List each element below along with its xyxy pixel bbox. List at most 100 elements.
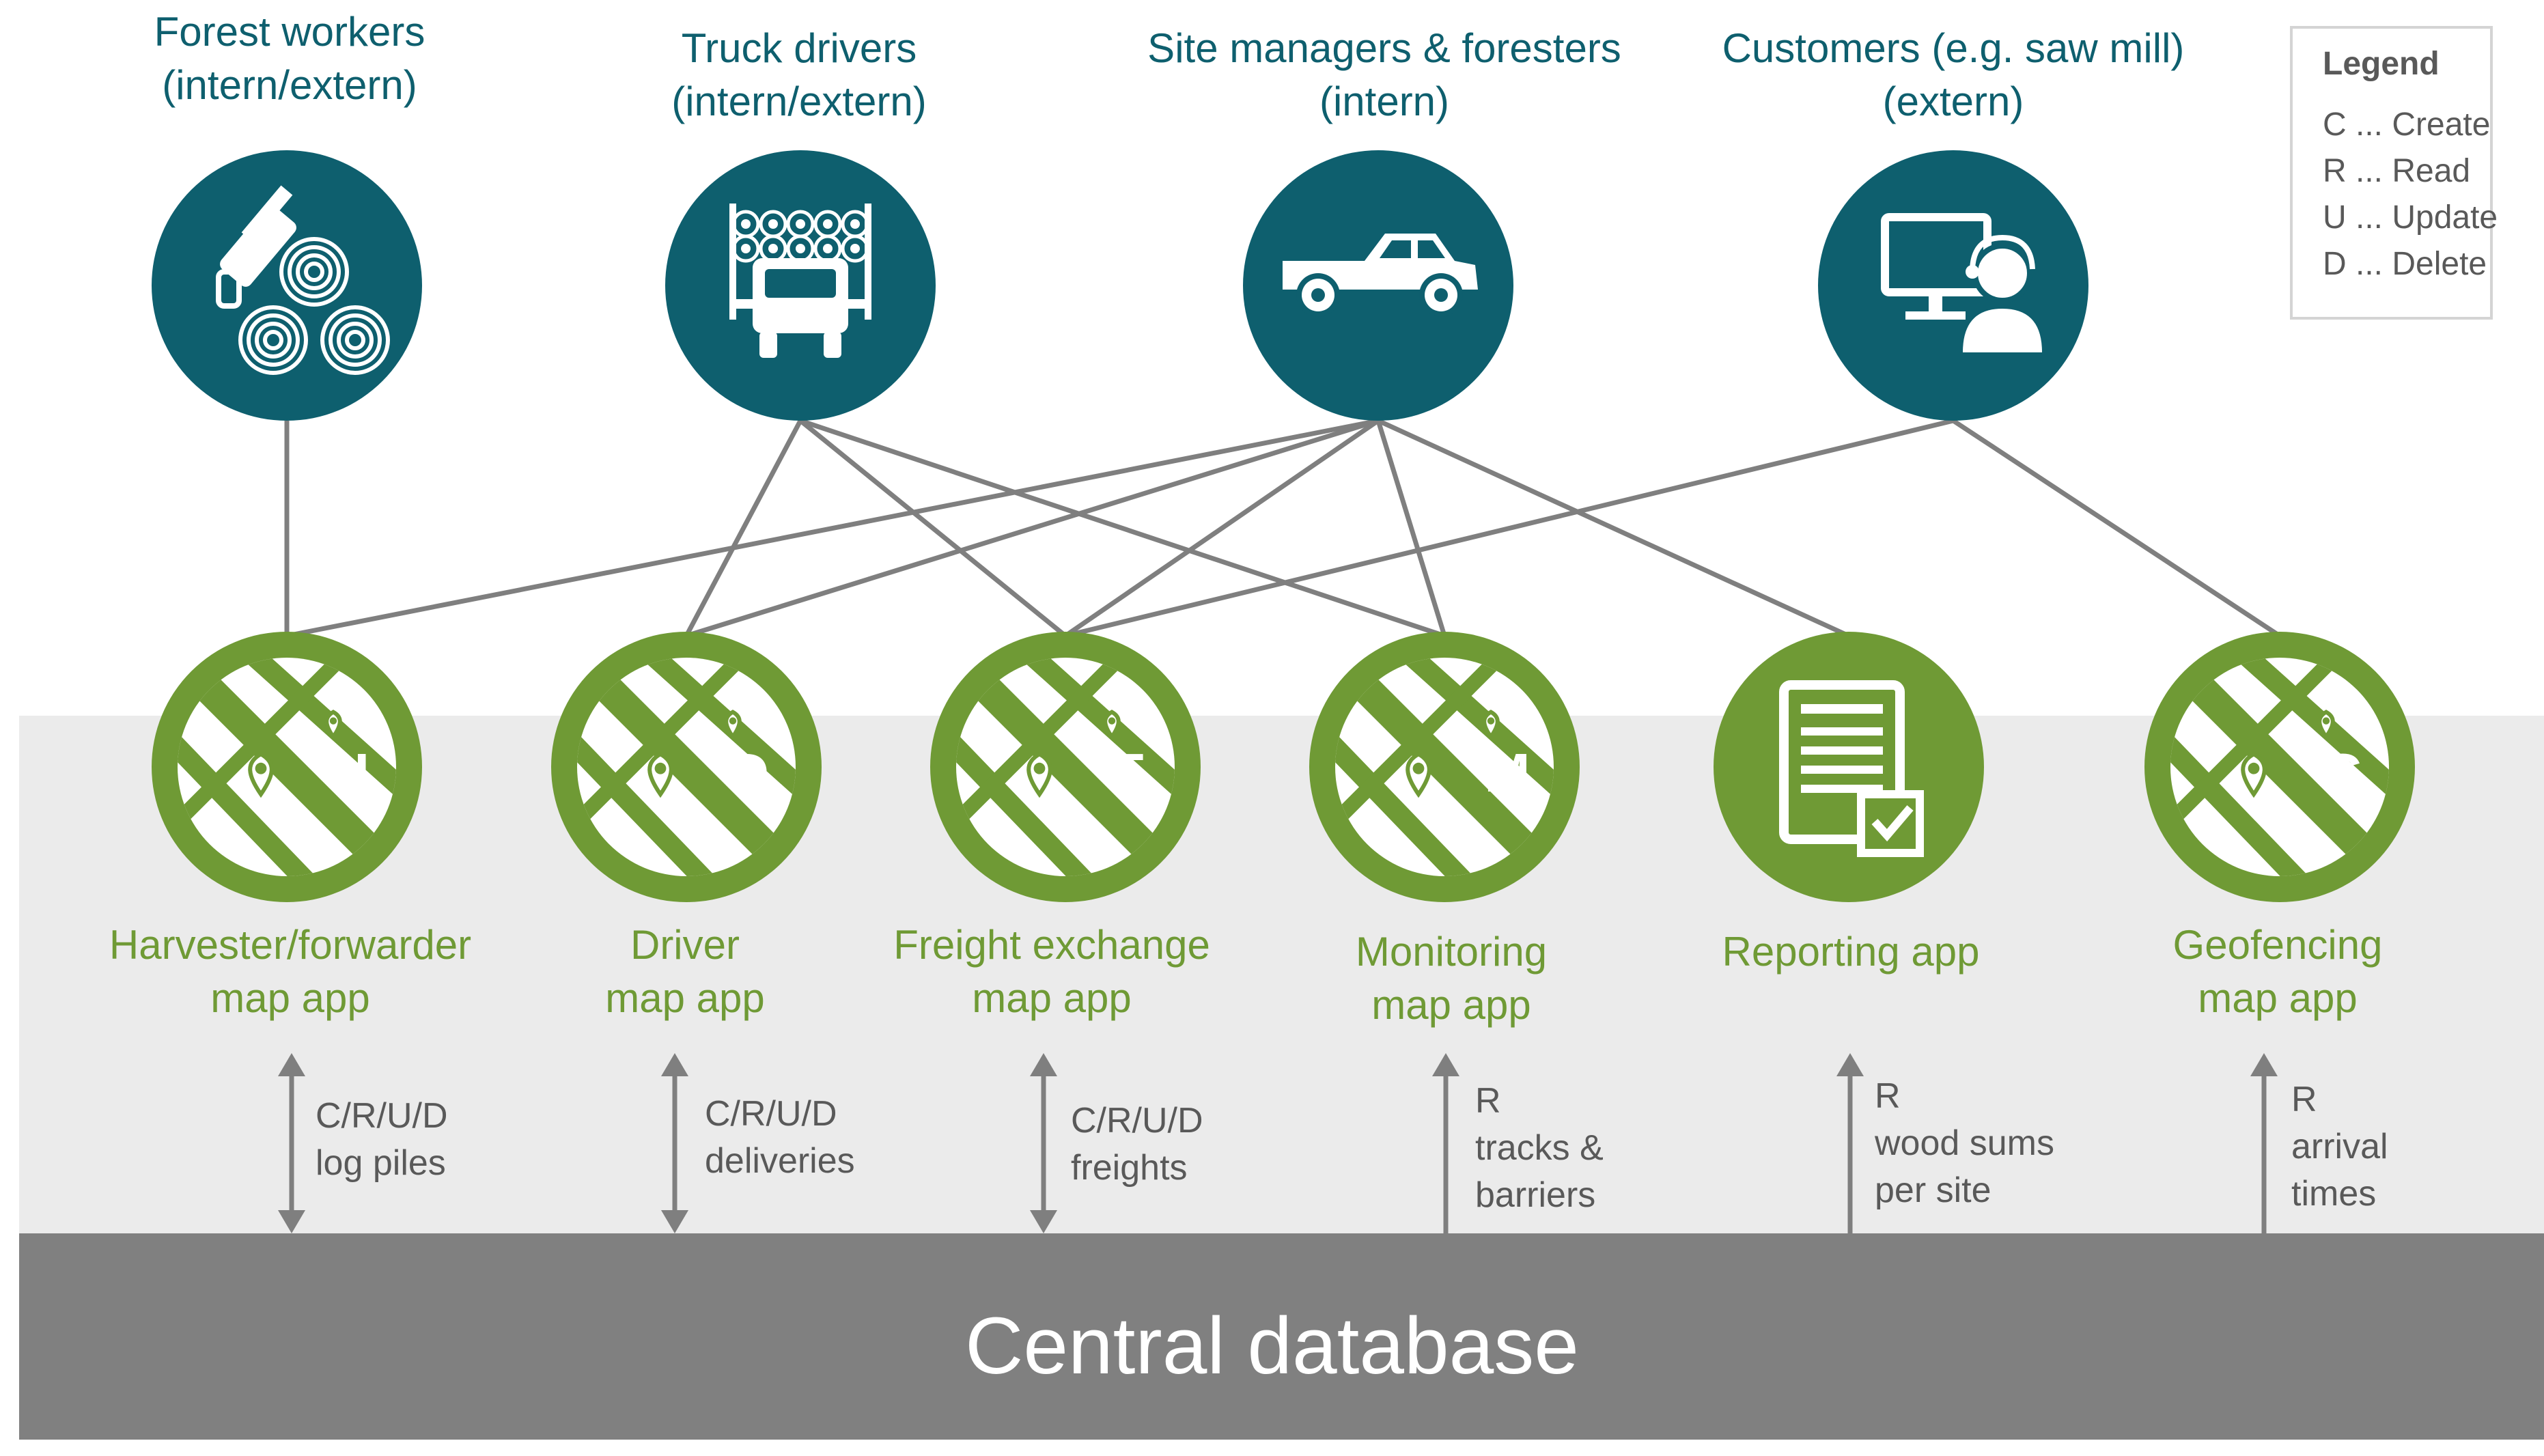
- app-letter: F: [1112, 742, 1145, 803]
- app-letter: G: [2321, 742, 2364, 803]
- arrow-head-up: [278, 1053, 305, 1076]
- connection-line: [799, 418, 1446, 639]
- access-line1: C/R/U/D: [316, 1096, 448, 1136]
- legend-item-read: R ... Read: [2323, 153, 2471, 189]
- arrow-head-down: [1030, 1210, 1057, 1233]
- connection-line: [685, 418, 1380, 639]
- arrow-head-up: [1030, 1053, 1057, 1076]
- connection-line: [1377, 418, 1850, 639]
- app-label-line2: map app: [605, 975, 765, 1021]
- access-line3: times: [2291, 1174, 2377, 1214]
- access-line2: wood sums: [1875, 1123, 2054, 1164]
- app-label-reporting: Reporting app: [1605, 925, 2097, 979]
- legend-title: Legend: [2323, 46, 2440, 82]
- connection-line: [798, 419, 1067, 638]
- connection-line: [684, 419, 803, 637]
- user-label-line2: (intern/extern): [162, 62, 417, 108]
- app-label-line2: map app: [210, 975, 370, 1021]
- pickup-truck-icon: [1283, 234, 1478, 317]
- user-label-line2: (intern/extern): [671, 79, 927, 124]
- app-label-harvester: Harvester/forwarder map app: [44, 919, 536, 1025]
- user-label-line1: Truck drivers: [681, 25, 917, 71]
- app-label-line1: Driver: [630, 922, 740, 968]
- app-label-line1: Freight exchange: [893, 922, 1210, 968]
- user-label-line1: Customers (e.g. saw mill): [1722, 25, 2185, 71]
- access-line2: tracks &: [1475, 1128, 1604, 1168]
- app-letter: H: [330, 742, 369, 803]
- legend-item-delete: D ... Delete: [2323, 246, 2487, 282]
- app-label-line1: Reporting app: [1722, 929, 1980, 975]
- legend-box: Legend C ... Create R ... Read U ... Upd…: [2290, 26, 2498, 320]
- access-line1: C/R/U/D: [705, 1094, 837, 1134]
- arrow-head-up: [1836, 1053, 1864, 1076]
- connection-lines: [284, 418, 2281, 639]
- app-label-line2: map app: [1371, 982, 1531, 1028]
- user-circle: [152, 150, 422, 421]
- report-document-icon: [1779, 680, 1924, 857]
- chainsaw-logs-icon: [216, 185, 390, 375]
- user-node-site-managers: [1243, 150, 1513, 421]
- access-line1: R: [1875, 1076, 1901, 1116]
- user-label-customers: Customers (e.g. saw mill) (extern): [1673, 22, 2233, 128]
- access-label-geofencing: R arrival times: [2291, 1076, 2388, 1218]
- app-node-harvester: H: [152, 632, 422, 902]
- app-letter: M: [1485, 742, 1530, 803]
- user-label-line2: (extern): [1882, 79, 2024, 124]
- app-label-geofencing: Geofencing map app: [2032, 919, 2524, 1025]
- connection-line: [1064, 419, 1380, 638]
- log-truck-icon: [729, 204, 871, 358]
- connection-line: [286, 418, 1379, 639]
- connection-line: [1375, 419, 1447, 637]
- access-label-freight: C/R/U/D freights: [1071, 1097, 1203, 1192]
- user-label-site-managers: Site managers & foresters (intern): [1104, 22, 1664, 128]
- legend-item-update: U ... Update: [2323, 199, 2498, 236]
- app-label-line1: Monitoring: [1355, 929, 1548, 975]
- user-label-line1: Site managers & foresters: [1147, 25, 1621, 71]
- access-line1: R: [2291, 1080, 2317, 1119]
- access-line3: per site: [1875, 1171, 1991, 1211]
- user-node-forest-workers: [152, 150, 422, 421]
- app-letter: D: [729, 742, 769, 803]
- connection-line: [1952, 419, 2281, 638]
- access-line1: R: [1475, 1081, 1501, 1121]
- app-label-monitoring: Monitoring map app: [1205, 925, 1697, 1032]
- access-line2: arrival: [2291, 1127, 2388, 1167]
- apps-band: [19, 716, 2544, 1233]
- access-label-reporting: R wood sums per site: [1875, 1073, 2054, 1214]
- app-node-driver: D: [551, 632, 822, 902]
- user-label-truck-drivers: Truck drivers (intern/extern): [519, 22, 1079, 128]
- user-circle: [1818, 150, 2088, 421]
- user-node-truck-drivers: [665, 150, 936, 421]
- access-label-driver: C/R/U/D deliveries: [705, 1091, 855, 1185]
- access-line2: deliveries: [705, 1141, 855, 1181]
- app-label-freight: Freight exchange map app: [806, 919, 1298, 1025]
- app-node-monitoring: M: [1309, 632, 1580, 902]
- access-label-harvester: C/R/U/D log piles: [316, 1093, 448, 1187]
- app-label-driver: Driver map app: [439, 919, 931, 1025]
- access-line1: C/R/U/D: [1071, 1101, 1203, 1140]
- app-node-reporting: [1714, 632, 1984, 902]
- app-label-line1: Harvester/forwarder: [109, 922, 472, 968]
- user-node-customers: [1818, 150, 2088, 421]
- user-label-line2: (intern): [1319, 79, 1450, 124]
- access-line2: freights: [1071, 1148, 1188, 1188]
- user-circles: [152, 150, 2088, 421]
- app-node-freight: F: [930, 632, 1201, 902]
- database-bar: [19, 1233, 2544, 1440]
- app-label-line1: Geofencing: [2172, 922, 2383, 968]
- arrow-head-up: [2250, 1053, 2278, 1076]
- access-arrows: [278, 1053, 2278, 1233]
- arrow-head-down: [661, 1210, 688, 1233]
- app-label-line2: map app: [972, 975, 1132, 1021]
- arrow-head-up: [661, 1053, 688, 1076]
- user-label-forest-workers: Forest workers (intern/extern): [10, 5, 570, 112]
- computer-operator-icon: [1881, 213, 2042, 352]
- legend-item-create: C ... Create: [2323, 107, 2491, 143]
- access-line2: log piles: [316, 1143, 446, 1184]
- access-line3: barriers: [1475, 1175, 1596, 1216]
- arrow-head-down: [278, 1210, 305, 1233]
- database-label: Central database: [965, 1301, 1579, 1391]
